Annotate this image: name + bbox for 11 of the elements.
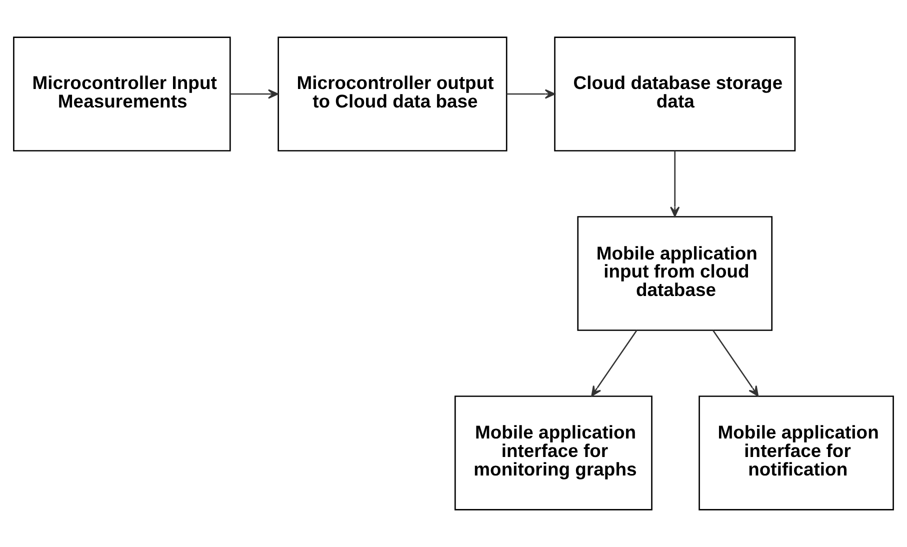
node-box: Mobile application input from cloud database [577,216,773,331]
node-box: Cloud database storage data [554,36,796,152]
arrow [506,89,556,99]
arrow [591,330,638,396]
arrow [670,150,680,217]
node-box: Mobile application interface for monitoring graphs [454,396,652,510]
node-box: Microcontroller Input Measurements [13,36,231,152]
node-box: Microcontroller output to Cloud data base [278,36,508,152]
node-box: Mobile application interface for notification [698,396,894,510]
arrow [230,89,278,99]
arrow [712,330,759,396]
